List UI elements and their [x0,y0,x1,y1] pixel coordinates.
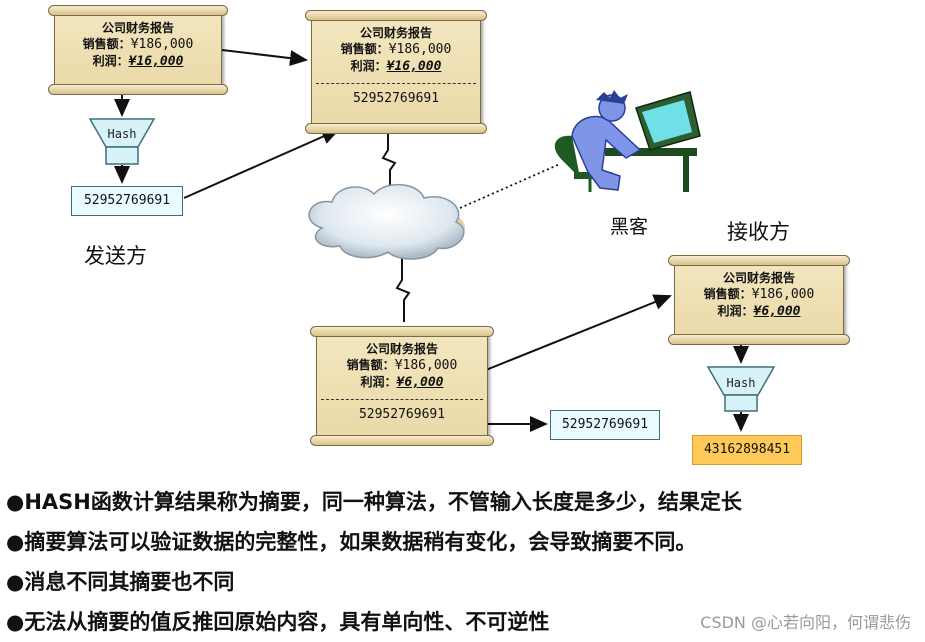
bullet-item: ●消息不同其摘要也不同 [6,570,235,594]
hash-label: Hash [108,127,137,141]
hacker-label: 黑客 [610,216,649,238]
hash-function-icon: Hash [88,118,156,165]
tampered-package-document: 公司财务报告 销售额：¥186,000 利润：¥6,000 5295276969… [310,326,494,446]
sender-label: 发送方 [84,244,147,268]
receiver-report-document: 公司财务报告 销售额：¥186,000 利润：¥6,000 [668,255,850,345]
arrow-digest-to-package [183,129,340,199]
profit-line: 利润：¥6,000 [360,375,444,390]
cloud-icon [308,183,465,260]
sales-line: 销售额：¥186,000 [703,287,815,302]
separator [321,399,483,400]
hash-function-icon: Hash [706,366,776,412]
arrow-doc-to-package [221,49,308,67]
report-title: 公司财务报告 [359,26,432,40]
hash-label: Hash [727,376,756,390]
received-digest-box: 52952769691 [550,410,660,440]
sales-line: 销售额：¥186,000 [340,42,452,57]
package-digest: 52952769691 [358,407,446,422]
sender-report-document: 公司财务报告 销售额：¥186,000 利润：¥16,000 [48,5,228,95]
profit-line: 利润：¥16,000 [350,59,442,74]
watermark: CSDN @心若向阳，何谓悲伤 [700,613,911,632]
network-link-top [381,128,397,186]
sent-package-document: 公司财务报告 销售额：¥186,000 利润：¥16,000 529527696… [305,10,487,134]
eavesdrop-line [459,163,561,209]
hacker-icon [554,90,701,192]
report-title: 公司财务报告 [365,342,438,356]
report-title: 公司财务报告 [101,21,174,35]
bullet-item: ●摘要算法可以验证数据的完整性，如果数据稍有变化，会导致摘要不同。 [6,530,697,554]
sender-digest-box: 52952769691 [71,186,183,216]
receiver-label: 接收方 [727,220,790,244]
bullet-list: ●HASH函数计算结果称为摘要，同一种算法，不管输入长度是多少，结果定长 ●摘要… [6,482,921,642]
profit-line: 利润：¥16,000 [92,54,184,69]
sales-line: 销售额：¥186,000 [82,37,194,52]
network-link-bottom [395,254,411,322]
separator [316,83,476,84]
arrow-to-receiver-doc [475,294,672,375]
report-title: 公司财务报告 [722,271,795,285]
bullet-item: ●HASH函数计算结果称为摘要，同一种算法，不管输入长度是多少，结果定长 [6,490,742,514]
recomputed-digest-box: 43162898451 [692,435,802,465]
package-digest: 52952769691 [352,91,440,106]
profit-line: 利润：¥6,000 [717,304,801,319]
sales-line: 销售额：¥186,000 [346,358,458,373]
bullet-item: ●无法从摘要的值反推回原始内容，具有单向性、不可逆性 [6,610,550,634]
